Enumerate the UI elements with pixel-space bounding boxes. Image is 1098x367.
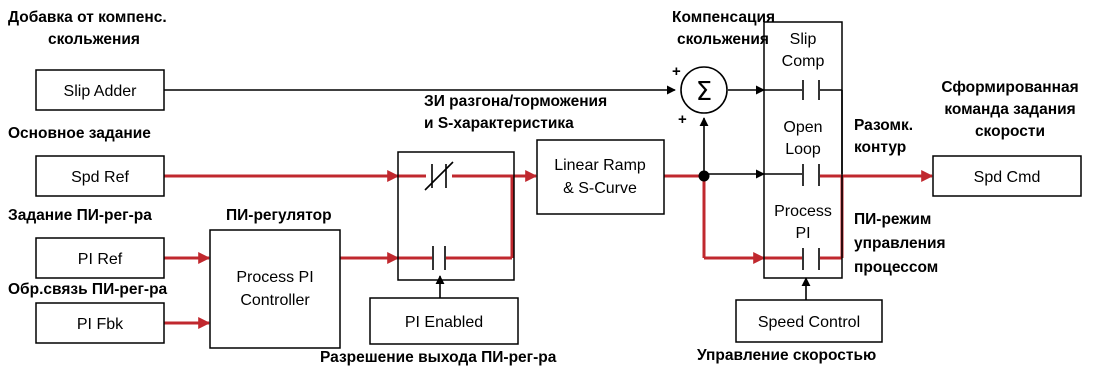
mode-selector-frame xyxy=(763,21,843,279)
process-pi-label-line1: Process xyxy=(774,203,832,220)
open-loop-caption-line2: контур xyxy=(854,139,906,156)
pi-mode-caption-line1: ПИ-режим xyxy=(854,211,931,228)
speed-control-caption: Управление скоростью xyxy=(697,347,876,364)
spd-cmd-label: Spd Cmd xyxy=(974,169,1041,186)
slip-adder-caption-line2: скольжения xyxy=(48,31,140,48)
spd-cmd-caption-line2: команда задания xyxy=(944,101,1075,118)
pi-controller-label-line1: Process PI xyxy=(236,269,313,286)
slip-comp-label-line2: Comp xyxy=(782,53,825,70)
open-loop-contact-icon xyxy=(802,164,820,186)
speed-control-block: Speed Control xyxy=(735,299,883,343)
pi-enabled-caption: Разрешение выхода ПИ-рег-ра xyxy=(320,349,557,366)
slip-comp-caption-line2: скольжения xyxy=(677,31,769,48)
nc-contact-icon xyxy=(424,161,454,191)
junction-dot xyxy=(698,170,710,182)
speed-control-label: Speed Control xyxy=(758,314,860,331)
pi-fbk-caption: Обр.связь ПИ-рег-ра xyxy=(8,281,168,298)
open-loop-label-line1: Open xyxy=(783,119,822,136)
sigma-icon: Σ xyxy=(696,77,712,107)
spd-cmd-block: Spd Cmd xyxy=(932,155,1082,197)
slip-adder-caption-line1: Добавка от компенс. xyxy=(8,9,167,26)
slip-adder-block: Slip Adder xyxy=(35,69,165,111)
pi-mode-caption-line2: управления xyxy=(854,235,946,252)
ramp-caption-line2: и S-характеристика xyxy=(424,115,574,132)
slip-comp-caption-line1: Компенсация xyxy=(672,9,775,26)
spd-ref-label: Spd Ref xyxy=(71,169,129,186)
ramp-caption-line1: ЗИ разгона/торможения xyxy=(424,93,607,110)
pi-fbk-block: PI Fbk xyxy=(35,302,165,344)
spd-cmd-caption-line3: скорости xyxy=(975,123,1045,140)
linear-ramp-label-line2: & S-Curve xyxy=(563,180,637,197)
pi-mode-caption-line3: процессом xyxy=(854,259,938,276)
spd-ref-caption: Основное задание xyxy=(8,125,151,142)
pi-fbk-label: PI Fbk xyxy=(77,316,124,333)
spd-cmd-caption-line1: Сформированная xyxy=(941,79,1078,96)
open-loop-label-line2: Loop xyxy=(785,141,821,158)
linear-ramp-label-line1: Linear Ramp xyxy=(554,157,646,174)
open-loop-caption-line1: Разомк. xyxy=(854,117,913,134)
pi-ref-caption: Задание ПИ-рег-ра xyxy=(8,207,152,224)
sum-sign-bottom: + xyxy=(678,111,687,128)
spd-ref-block: Spd Ref xyxy=(35,155,165,197)
pi-enabled-label: PI Enabled xyxy=(405,314,483,331)
pi-controller-caption: ПИ-регулятор xyxy=(226,207,332,224)
pi-enabled-block: PI Enabled xyxy=(369,297,519,345)
slip-comp-contact-icon xyxy=(802,80,820,100)
no-contact-icon xyxy=(432,246,446,270)
slip-comp-label-line1: Slip xyxy=(790,31,817,48)
pi-controller-label-line2: Controller xyxy=(240,292,310,309)
process-pi-controller-block: Process PI Controller xyxy=(209,229,341,349)
pi-selector-frame xyxy=(397,151,515,281)
sum-sign-left: + xyxy=(672,63,681,80)
summing-junction: Σ + + xyxy=(672,63,728,128)
slip-adder-label: Slip Adder xyxy=(64,83,138,100)
pi-ref-block: PI Ref xyxy=(35,237,165,279)
process-pi-label-line2: PI xyxy=(795,225,810,242)
linear-ramp-block: Linear Ramp & S-Curve xyxy=(536,139,665,215)
process-pi-contact-icon xyxy=(802,248,820,270)
pi-ref-label: PI Ref xyxy=(78,251,123,268)
